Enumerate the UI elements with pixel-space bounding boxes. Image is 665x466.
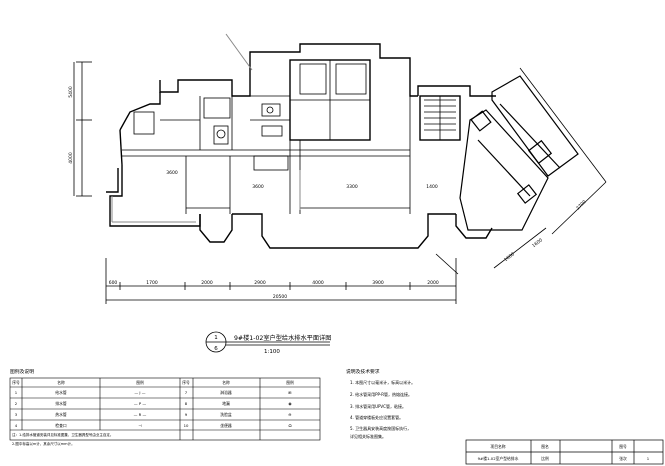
- title-block-sheet-label: 张次: [619, 456, 627, 461]
- legend-cell: 2: [15, 401, 18, 406]
- note-item: 2. 给水管采用PP-R管，热熔连接。: [350, 391, 412, 397]
- legend-cell: 检查口: [55, 423, 67, 428]
- left-dimension-line: [73, 61, 92, 197]
- legend-header-name-1: 名称: [57, 380, 65, 385]
- bottom-dim-4: 4000: [312, 280, 324, 286]
- bottom-dim-3: 2900: [254, 280, 266, 286]
- plan-scale: 1:100: [264, 349, 280, 355]
- note-item: 3. 排水管采用UPVC管，粘接。: [350, 403, 406, 409]
- bottom-dimension-line: [105, 258, 457, 304]
- left-dim-0: 5400: [68, 86, 74, 98]
- legend-cell: 坐便器: [220, 423, 232, 428]
- note-item: 5. 卫生器具安装高度按国标执行，: [350, 425, 411, 431]
- title-block: 项目名称 图名 图号 9#楼1-02室户型给排水 比例 张次 1: [465, 439, 664, 465]
- drawing-number: 1: [214, 335, 218, 341]
- legend-cell: 给水管: [55, 390, 67, 395]
- legend-cell: ⊣: [138, 423, 141, 428]
- bottom-dim-5: 3900: [372, 280, 384, 286]
- interior-dim-3: 1400: [426, 184, 438, 190]
- bottom-dim-6: 2000: [427, 280, 439, 286]
- title-block-number-label: 图号: [619, 444, 627, 449]
- bottom-dim-0: 600: [109, 280, 118, 286]
- legend-note-1: 注：1.给排水管道安装详见标准图集，卫生器具型号由业主自定。: [12, 432, 113, 437]
- pipe-lines: [111, 33, 301, 223]
- floor-plan: [73, 33, 607, 304]
- interior-dim-2: 3300: [346, 184, 358, 190]
- right-wing: [459, 75, 579, 231]
- legend-cell: 热水管: [55, 412, 67, 417]
- note-item: 详见相关标准图集。: [350, 433, 386, 439]
- drawing-title: 1 6 9#楼1-02室户型给水排水平面详图 1:100: [205, 331, 331, 355]
- title-block-drawing-label: 图名: [541, 444, 549, 449]
- legend-cell: 1: [15, 390, 18, 395]
- legend-cell: — P —: [134, 401, 147, 406]
- legend-cell: ⊖: [288, 412, 291, 417]
- legend-cell: 3: [15, 412, 18, 417]
- legend-cell: 地漏: [222, 401, 230, 406]
- title-block-sheet-value: 1: [647, 456, 650, 461]
- title-block-drawing-name: 9#楼1-02室户型给排水: [478, 456, 519, 461]
- legend-cell: 洗脸盆: [220, 412, 232, 417]
- interior-dim-1: 3600: [252, 184, 264, 190]
- legend-header-symbol-1: 图例: [136, 380, 144, 385]
- legend-header-no-1: 序号: [12, 380, 20, 385]
- legend-cell: 10: [184, 423, 189, 428]
- title-block-scale-label: 比例: [541, 456, 549, 461]
- skew-dimension-line: [435, 67, 607, 275]
- sheet-number: 6: [214, 346, 218, 352]
- legend-cell: 7: [185, 390, 188, 395]
- legend-cell: 4: [15, 423, 18, 428]
- notes: 说明及技术要求 1. 本图尺寸以毫米计，标高以米计。 2. 给水管采用PP-R管…: [346, 368, 415, 439]
- title-block-project-label: 项目名称: [490, 444, 505, 449]
- interior-dim-0: 3600: [166, 170, 178, 176]
- legend-cell: ⬭: [288, 423, 292, 428]
- outer-walls: [106, 43, 496, 249]
- note-item: 4. 管道穿楼板处应设置套管。: [350, 414, 403, 420]
- skew-dim-2: 1600: [503, 251, 516, 263]
- legend-cell: 9: [185, 412, 188, 417]
- note-item: 1. 本图尺寸以毫米计，标高以米计。: [350, 379, 415, 385]
- legend-cell: ◉: [288, 401, 292, 406]
- legend-cell: 8: [185, 401, 188, 406]
- plan-dimension-labels: 600 1700 2000 2900 4000 3900 2000 20500 …: [68, 86, 588, 300]
- left-dim-1: 4000: [68, 152, 74, 164]
- bottom-dim-2: 2000: [201, 280, 213, 286]
- legend-header-name-2: 名称: [222, 380, 230, 385]
- legend-cell: 排水管: [55, 401, 67, 406]
- legend: 图例及说明 序号 名称 图例 序号 名称 图例 1 给水管 — J — 7 淋浴…: [9, 368, 321, 446]
- legend-note-2: 2.图中标高以m计，其余尺寸以mm计。: [12, 441, 75, 446]
- interior-walls: [122, 60, 456, 214]
- legend-title: 图例及说明: [10, 368, 34, 375]
- legend-cell: 淋浴器: [220, 390, 232, 395]
- legend-cell: — J —: [134, 390, 145, 395]
- skew-dim-1: 1600: [531, 237, 544, 249]
- legend-cell: ⊞: [288, 390, 291, 395]
- bottom-dim-total: 20500: [273, 294, 287, 300]
- skew-dim-0: 2700: [575, 199, 588, 211]
- legend-header-symbol-2: 图例: [286, 380, 294, 385]
- legend-cell: — R —: [134, 412, 147, 417]
- plan-title: 9#楼1-02室户型给水排水平面详图: [234, 334, 331, 342]
- bottom-dim-1: 1700: [146, 280, 158, 286]
- legend-header-no-2: 序号: [182, 380, 190, 385]
- notes-title: 说明及技术要求: [346, 368, 380, 375]
